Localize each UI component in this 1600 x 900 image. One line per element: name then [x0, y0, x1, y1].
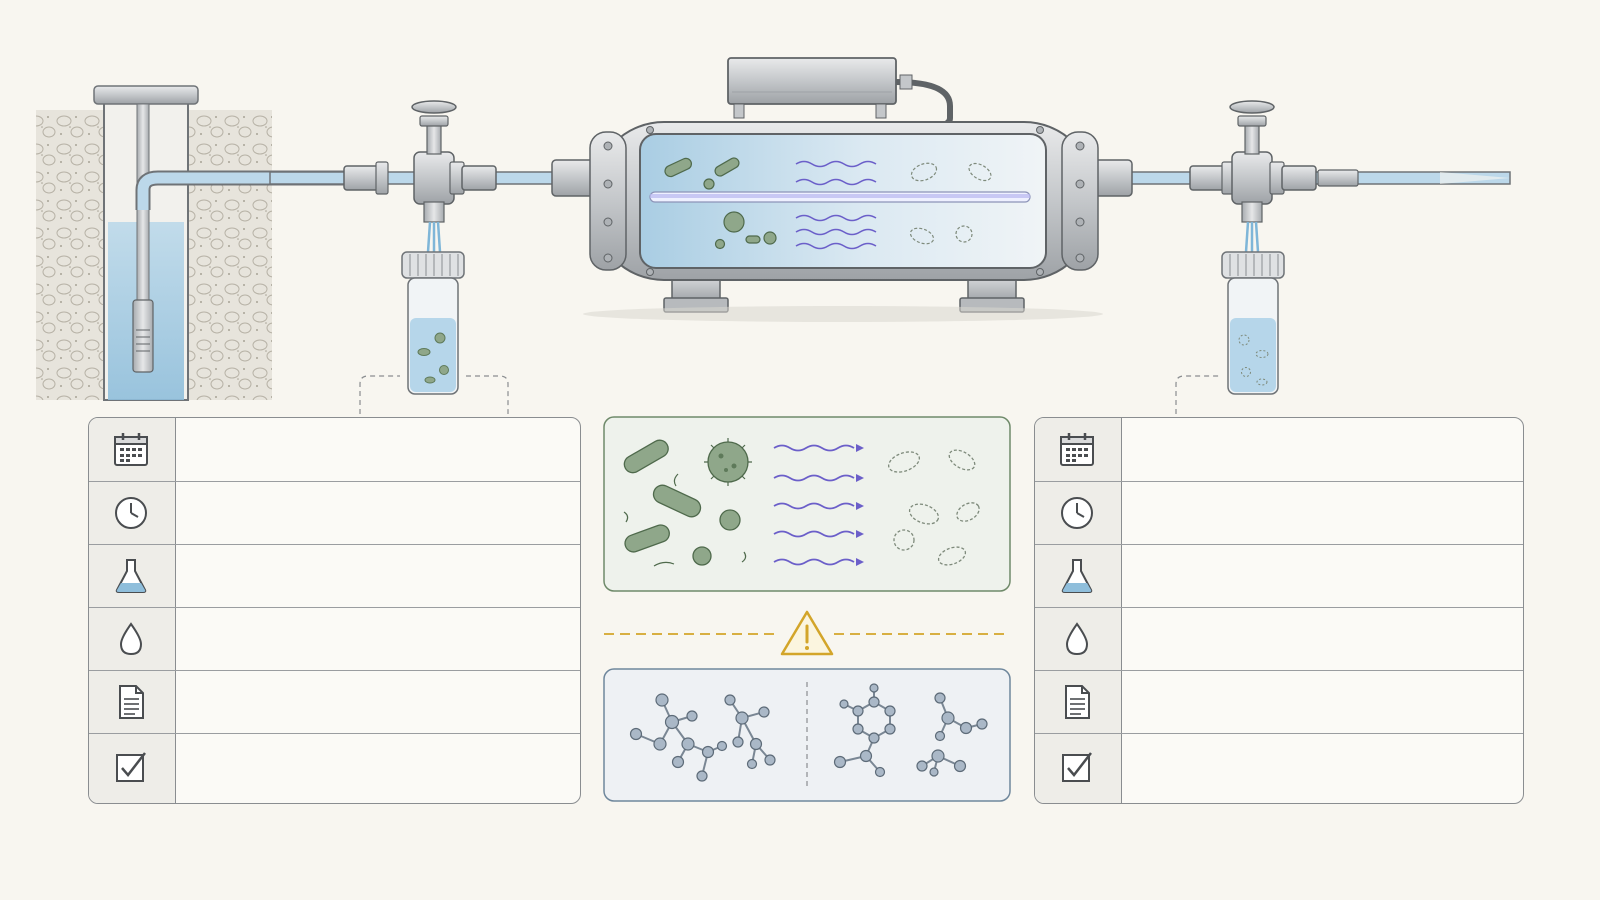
flask-icon	[1061, 559, 1093, 593]
outlet-sample-sheet	[1034, 417, 1524, 804]
calendar-icon	[114, 433, 148, 466]
sheet-icon-column	[89, 418, 176, 803]
sheet-value	[189, 753, 568, 777]
outlet-sample-vial	[1221, 251, 1285, 395]
sheet-row-volume[interactable]	[1035, 607, 1523, 671]
sample-stream	[1244, 221, 1260, 254]
inlet-sample-vial	[401, 251, 465, 395]
sheet-value	[189, 690, 568, 714]
sheet-value	[189, 501, 568, 525]
ballast-box	[727, 57, 897, 105]
sheet-value	[1135, 564, 1511, 588]
uv-inactivation-panel	[603, 416, 1011, 592]
sheet-value	[189, 564, 568, 588]
inactivated-microbes	[888, 449, 980, 566]
sheet-row-sample[interactable]	[89, 544, 580, 608]
sheet-value	[1135, 690, 1511, 714]
sheet-row-notes[interactable]	[89, 670, 580, 734]
reactor-microbes-live	[664, 157, 777, 250]
sheet-value	[189, 627, 568, 651]
sheet-row-sample[interactable]	[1035, 544, 1523, 608]
sheet-value	[1135, 753, 1511, 777]
sheet-row-notes[interactable]	[1035, 670, 1523, 734]
uv-rays	[773, 444, 855, 566]
checkbox-icon	[1062, 752, 1092, 782]
inlet-sample-valve	[343, 100, 497, 254]
sheet-row-time[interactable]	[89, 481, 580, 545]
flask-icon	[115, 559, 147, 593]
sheet-row-date[interactable]	[89, 418, 580, 482]
reactor-microbes-inactivated	[909, 162, 992, 245]
sheet-row-volume[interactable]	[89, 607, 580, 671]
clock-icon	[1061, 497, 1093, 529]
reactor-uv-rays	[795, 160, 877, 250]
molecules-panel	[603, 668, 1011, 802]
well	[36, 85, 360, 401]
valve-handwheel	[1229, 100, 1275, 114]
document-icon	[119, 685, 144, 719]
calendar-icon	[1060, 433, 1094, 466]
clock-icon	[115, 497, 147, 529]
warning-icon	[780, 610, 834, 656]
sheet-row-time[interactable]	[1035, 481, 1523, 545]
well-cap	[93, 85, 199, 105]
sheet-value	[1135, 627, 1511, 651]
sheet-row-verified[interactable]	[89, 733, 580, 803]
inlet-leader	[359, 375, 400, 414]
live-microbes	[623, 439, 749, 566]
sheet-icon-column	[1035, 418, 1122, 803]
sheet-value	[1135, 438, 1511, 462]
valve-handwheel	[411, 100, 457, 114]
sheet-row-verified[interactable]	[1035, 733, 1523, 803]
sample-stream	[426, 221, 442, 254]
outlet-sample-valve	[1189, 100, 1359, 254]
sheet-value	[189, 438, 568, 462]
sheet-value	[1135, 501, 1511, 525]
submersible-pump	[132, 299, 154, 373]
warning-divider	[604, 610, 1010, 656]
checkbox-icon	[116, 752, 146, 782]
outlet-leader	[1175, 375, 1222, 414]
document-icon	[1065, 685, 1090, 719]
uv-reactor	[551, 57, 1133, 322]
sheet-row-date[interactable]	[1035, 418, 1523, 482]
inlet-sample-sheet	[88, 417, 581, 804]
water-drop-icon	[119, 622, 143, 656]
water-drop-icon	[1065, 622, 1089, 656]
